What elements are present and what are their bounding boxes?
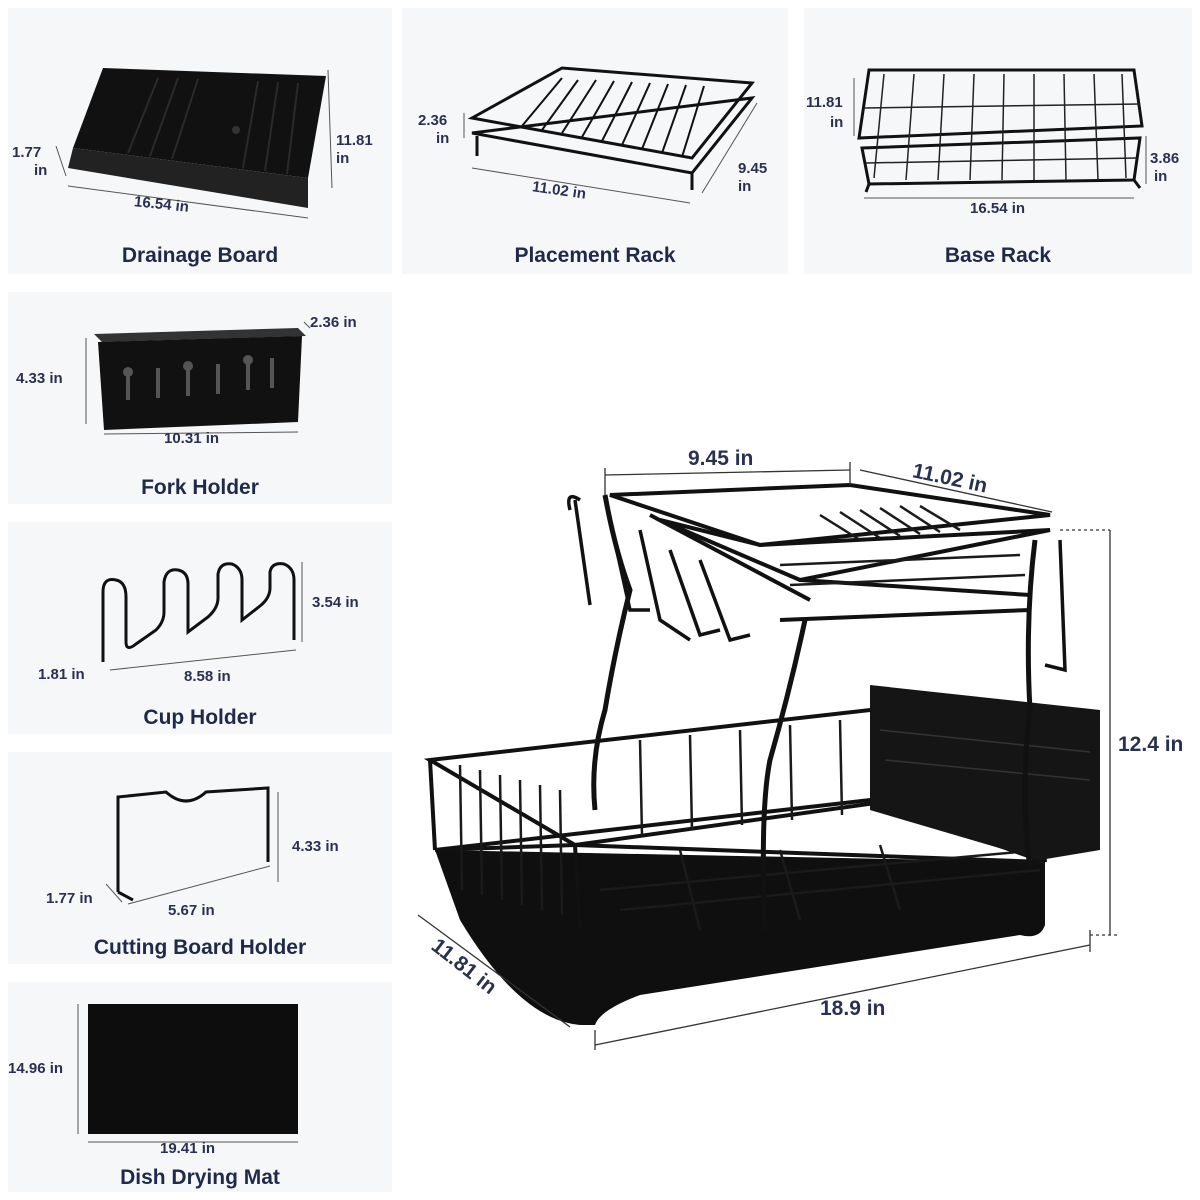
cutting-board-height-label: 4.33 in <box>292 838 339 855</box>
placement-depth-label-a: 9.45 <box>738 160 768 177</box>
base-rack-image <box>853 68 1147 199</box>
drainage-board-caption: Drainage Board <box>121 244 279 267</box>
mat-height-label: 14.96 in <box>8 1060 64 1077</box>
drainage-depth-label-b: in <box>336 150 350 167</box>
placement-rack-image <box>463 66 758 204</box>
fork-holder-panel: 4.33 in 2.36 in 10.31 in Fork Holder <box>8 292 392 504</box>
base-rack-depth-label-b: in <box>830 114 844 131</box>
placement-height-label-b: in <box>436 130 450 147</box>
base-rack-caption: Base Rack <box>944 244 1052 267</box>
base-rack-height-label-b: in <box>1154 168 1168 185</box>
cup-height-label: 3.54 in <box>312 594 359 611</box>
drainage-depth-label-a: 11.81 <box>336 132 373 149</box>
fork-height-label: 4.33 in <box>16 370 63 387</box>
placement-rack-panel: 2.36 in 11.02 in 9.45 in Placement Rack <box>402 8 788 274</box>
cup-width-label: 8.58 in <box>184 668 231 685</box>
fork-holder-caption: Fork Holder <box>141 476 259 499</box>
assembled-base-width-label: 18.9 in <box>820 997 886 1020</box>
cup-holder-caption: Cup Holder <box>143 706 257 729</box>
base-rack-panel: 11.81 in 16.54 in 3.86 in Base Rack <box>804 8 1192 274</box>
placement-height-label-a: 2.36 <box>418 112 448 129</box>
cutting-board-holder-caption: Cutting Board Holder <box>93 936 307 959</box>
cutting-board-holder-image <box>105 786 279 905</box>
assembled-rack-image <box>417 462 1120 1050</box>
base-rack-height-label-a: 3.86 <box>1150 150 1180 167</box>
base-rack-depth-label-a: 11.81 <box>806 94 843 111</box>
drainage-height-label-a: 1.77 <box>12 144 42 161</box>
dish-drying-mat-caption: Dish Drying Mat <box>120 1166 280 1189</box>
placement-rack-caption: Placement Rack <box>514 244 676 267</box>
cutting-board-depth-label: 1.77 in <box>46 890 93 907</box>
cup-holder-panel: 3.54 in 1.81 in 8.58 in Cup Holder <box>8 522 392 734</box>
drainage-board-panel: 1.77 in 16.54 in 11.81 in Drainage Board <box>8 8 392 274</box>
assembled-top-depth-label: 9.45 in <box>688 447 754 470</box>
cutting-board-width-label: 5.67 in <box>168 902 215 919</box>
base-rack-width-label: 16.54 in <box>970 200 1026 217</box>
drainage-height-label-b: in <box>34 162 48 179</box>
fork-holder-image <box>85 321 311 435</box>
fork-width-label: 10.31 in <box>164 430 220 447</box>
mat-width-label: 19.41 in <box>160 1140 216 1157</box>
cup-holder-image <box>101 562 303 671</box>
dish-drying-mat-panel: 14.96 in 19.41 in Dish Drying Mat <box>8 982 392 1192</box>
fork-depth-label: 2.36 in <box>310 314 357 331</box>
cup-depth-label: 1.81 in <box>38 666 85 683</box>
cutting-board-holder-panel: 4.33 in 1.77 in 5.67 in Cutting Board Ho… <box>8 752 392 964</box>
assembled-rack-view: 9.45 in 11.02 in 12.4 in 11.81 in 18.9 i… <box>400 290 1200 1200</box>
dish-drying-mat-image <box>77 1004 298 1143</box>
assembled-height-label: 12.4 in <box>1118 733 1184 756</box>
placement-depth-label-b: in <box>738 178 752 195</box>
drainage-board-image <box>55 68 333 219</box>
